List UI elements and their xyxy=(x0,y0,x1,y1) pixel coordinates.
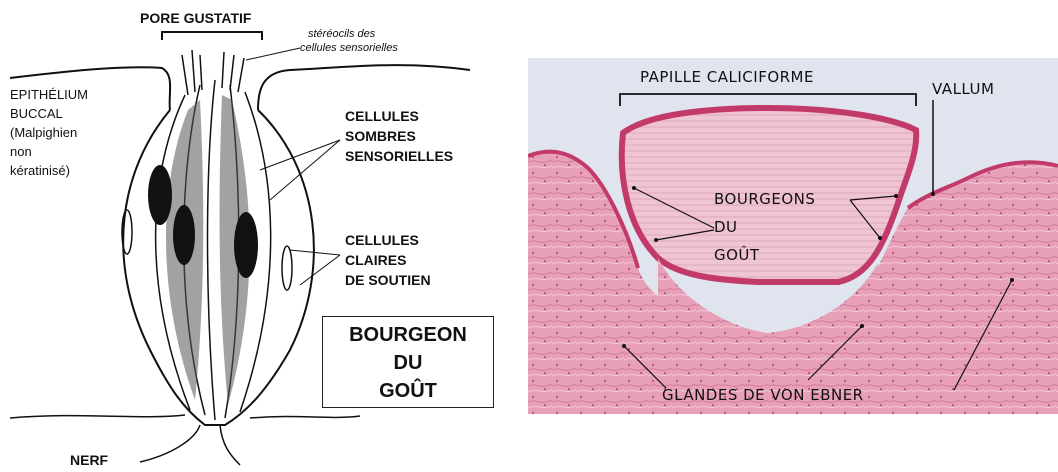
taste-bud-title-box: BOURGEON DU GOÛT xyxy=(322,316,494,408)
histology-micrograph: PAPILLE CALICIFORME VALLUM BOURGEONS DU … xyxy=(528,58,1058,414)
clear-cells-label-2: CLAIRES xyxy=(345,252,406,268)
nucleus-3 xyxy=(234,212,258,278)
taste-box-line-2: DU xyxy=(323,349,493,377)
clear-cells-leader-1 xyxy=(290,250,340,255)
stereocils-leader xyxy=(246,48,300,60)
epithelium-label-1: EPITHÉLIUM xyxy=(10,88,88,103)
cell-border-3 xyxy=(208,80,216,420)
vallum-label: VALLUM xyxy=(932,80,994,98)
clear-cells-label-1: CELLULES xyxy=(345,232,419,248)
taste-bud-schematic: PORE GUSTATIF stéréocils des cellules se… xyxy=(0,0,510,472)
buds-label-3: GOÛT xyxy=(714,246,760,264)
epithelium-label-2: BUCCAL xyxy=(10,107,63,122)
basal-line-left xyxy=(10,415,185,418)
buds-label-1: BOURGEONS xyxy=(714,190,815,208)
stereocils-label-1: stéréocils des xyxy=(308,28,375,41)
papilla-label: PAPILLE CALICIFORME xyxy=(640,68,814,86)
clear-cells-leader-2 xyxy=(300,255,340,285)
clear-cells-label-3: DE SOUTIEN xyxy=(345,272,431,288)
buds-label-2: DU xyxy=(714,218,738,236)
dark-cells-label-2: SOMBRES xyxy=(345,128,416,144)
pore-bracket xyxy=(162,32,262,40)
micrograph-image xyxy=(528,58,1058,414)
pore-label: PORE GUSTATIF xyxy=(140,10,251,26)
nucleus-2 xyxy=(173,205,195,265)
dark-cells-leader-1 xyxy=(260,140,340,170)
taste-box-line-1: BOURGEON xyxy=(323,321,493,349)
epithelium-label-4: non xyxy=(10,145,32,160)
nerve-label: NERF xyxy=(70,452,108,468)
clear-nucleus-2 xyxy=(282,246,292,290)
nerve-fiber-2 xyxy=(220,425,240,465)
epithelium-surface-right xyxy=(258,65,470,110)
vallum-pointer xyxy=(931,192,935,196)
nerve-fiber-1 xyxy=(140,425,200,462)
epithelium-label-5: kératinisé) xyxy=(10,164,70,179)
dark-cells-label-1: CELLULES xyxy=(345,108,419,124)
bud-outline xyxy=(123,110,314,425)
epithelium-label-3: (Malpighien xyxy=(10,126,77,141)
stereocils xyxy=(182,50,244,95)
nucleus-1 xyxy=(148,165,172,225)
taste-box-line-3: GOÛT xyxy=(323,377,493,405)
stereocils-label-2: cellules sensorielles xyxy=(300,42,398,55)
dark-cells-label-3: SENSORIELLES xyxy=(345,148,453,164)
basal-line-right xyxy=(250,416,360,418)
glands-label: GLANDES DE VON EBNER xyxy=(662,386,864,404)
